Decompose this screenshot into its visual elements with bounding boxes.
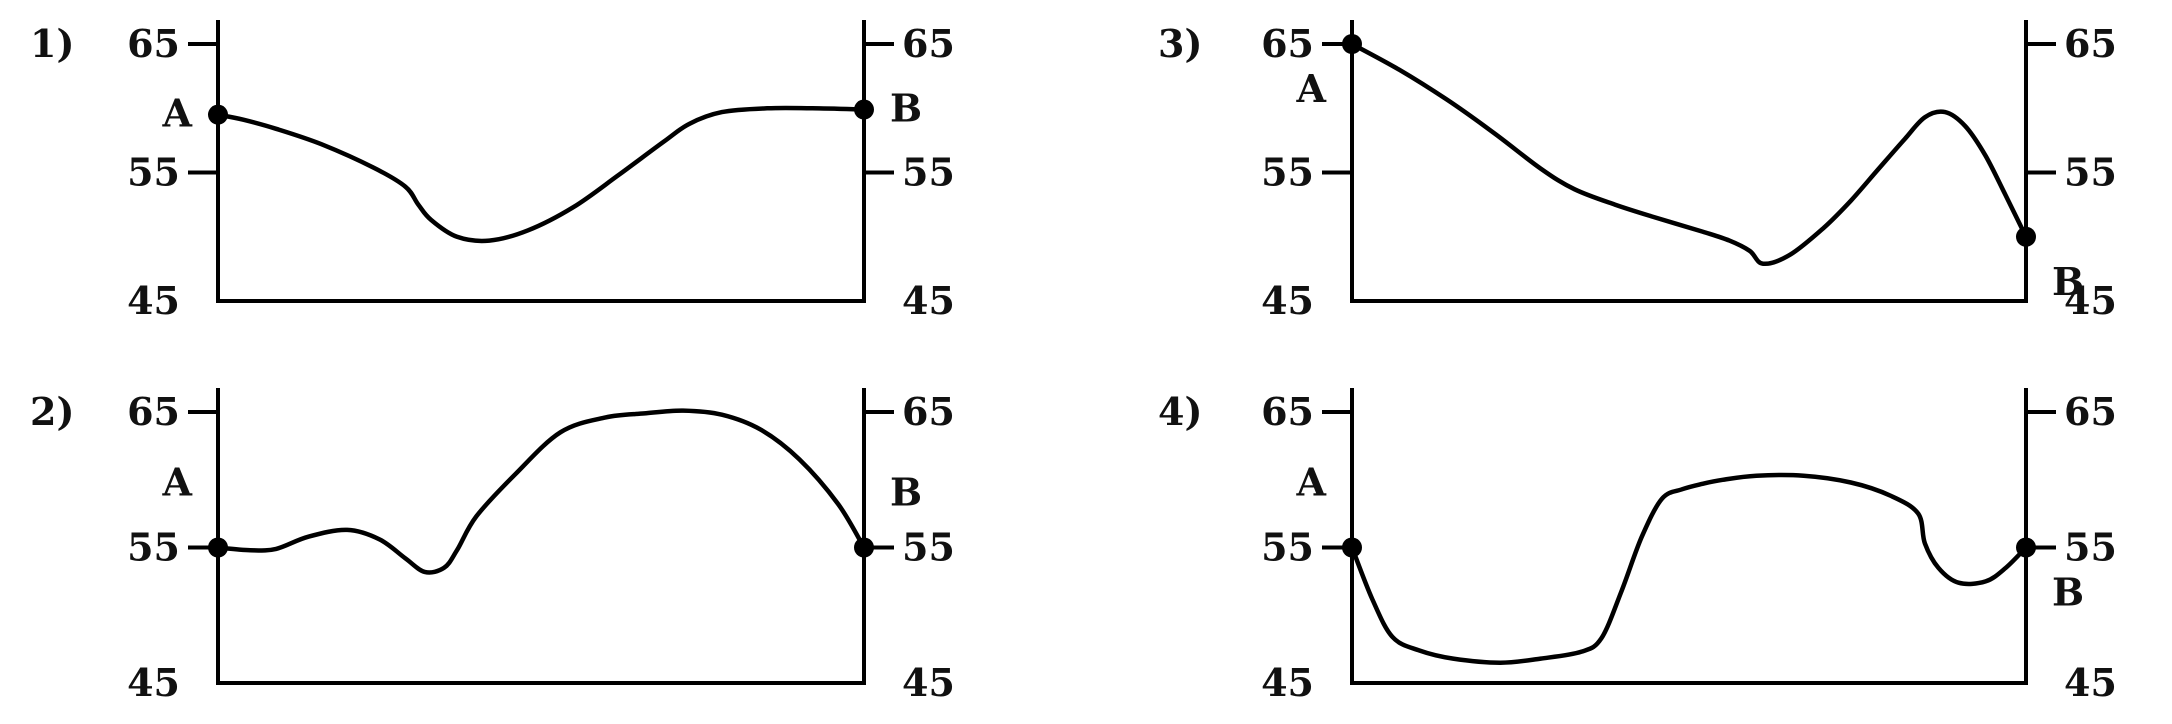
panel-number-label: 2) — [30, 389, 74, 434]
profile-panel-1: 65 65 55 55 45 45 1) A B — [30, 20, 955, 323]
point-b-label: B — [890, 470, 922, 515]
elevation-profile-line — [215, 105, 867, 244]
profile-panel-2: 65 65 55 55 45 45 2) A B — [30, 388, 955, 705]
left-tick-label-55: 55 — [1261, 150, 1314, 195]
left-tick-label-65: 65 — [127, 21, 180, 66]
panel-number-label: 1) — [30, 21, 74, 66]
point-a-marker — [1342, 537, 1362, 558]
left-tick-label-65: 65 — [1261, 21, 1314, 66]
left-tick-label-45: 45 — [127, 660, 180, 705]
right-tick-label-45: 45 — [902, 278, 955, 323]
left-tick-label-55: 55 — [127, 525, 180, 570]
right-tick-label-65: 65 — [902, 389, 955, 434]
panel-number-label: 3) — [1158, 21, 1202, 66]
right-tick-label-65: 65 — [2064, 389, 2117, 434]
left-tick-label-55: 55 — [127, 150, 180, 195]
right-tick-label-45: 45 — [2064, 660, 2117, 705]
point-b-label: B — [2052, 570, 2084, 615]
left-tick-label-45: 45 — [1261, 278, 1314, 323]
elevation-profile-line — [215, 408, 867, 575]
panel-number-label: 4) — [1158, 389, 1202, 434]
point-b-marker — [2016, 226, 2036, 247]
profile-panel-3: 65 65 55 55 45 45 3) A B — [1158, 20, 2117, 323]
right-tick-label-55: 55 — [902, 150, 955, 195]
point-a-marker — [208, 104, 228, 125]
elevation-profile-line — [1349, 472, 2029, 665]
point-b-marker — [854, 99, 874, 120]
left-tick-label-45: 45 — [127, 278, 180, 323]
point-a-marker — [208, 537, 228, 558]
point-b-marker — [854, 537, 874, 558]
right-tick-label-65: 65 — [902, 21, 955, 66]
point-a-label: A — [1296, 460, 1327, 505]
point-b-marker — [2016, 537, 2036, 558]
left-tick-label-65: 65 — [1261, 389, 1314, 434]
point-b-label: B — [890, 86, 922, 131]
right-tick-label-55: 55 — [2064, 525, 2117, 570]
profile-panel-4: 65 65 55 55 45 45 4) A B — [1158, 388, 2117, 705]
point-a-marker — [1342, 34, 1362, 54]
elevation-profile-line — [1349, 41, 2029, 267]
right-tick-label-45: 45 — [902, 660, 955, 705]
point-a-label: A — [162, 91, 193, 136]
right-tick-label-65: 65 — [2064, 21, 2117, 66]
point-a-label: A — [162, 460, 193, 505]
left-tick-label-55: 55 — [1261, 525, 1314, 570]
left-tick-label-65: 65 — [127, 389, 180, 434]
right-tick-label-45: 45 — [2064, 278, 2117, 323]
point-a-label: A — [1296, 66, 1327, 111]
point-b-label: B — [2052, 259, 2084, 304]
left-tick-label-45: 45 — [1261, 660, 1314, 705]
right-tick-label-55: 55 — [2064, 150, 2117, 195]
right-tick-label-55: 55 — [902, 525, 955, 570]
